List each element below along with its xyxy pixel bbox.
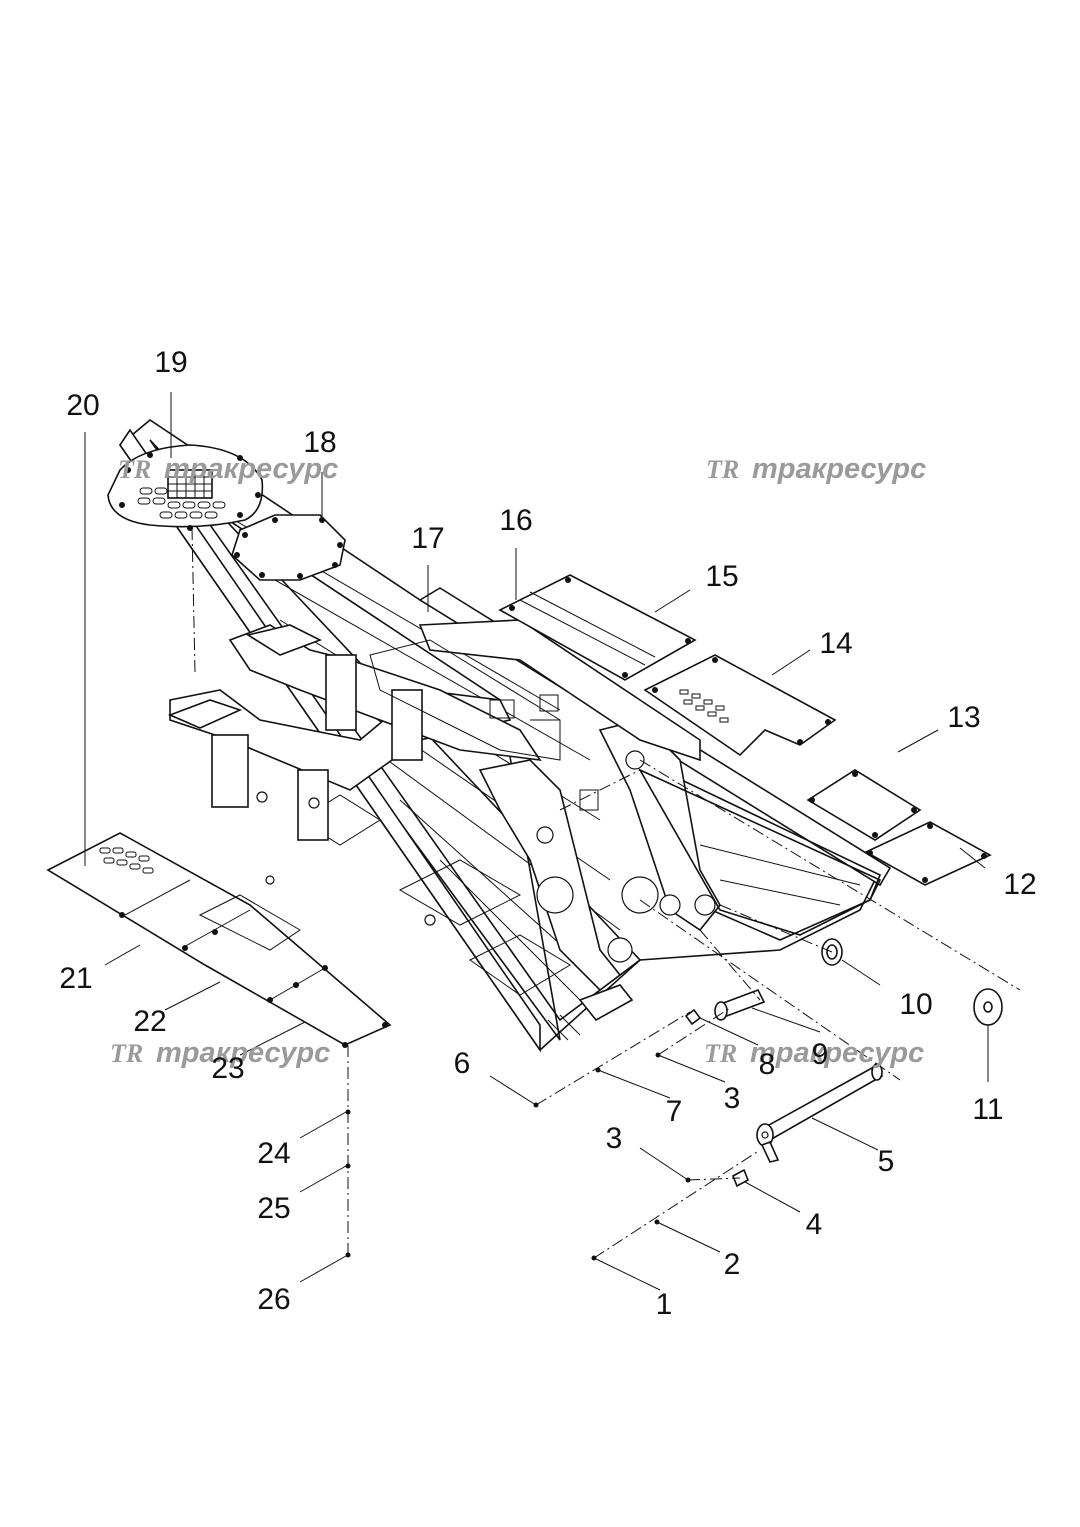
callout-14: 14 bbox=[819, 627, 852, 660]
callout-2: 2 bbox=[724, 1248, 741, 1281]
floor-plate-20-23 bbox=[46, 832, 392, 1048]
bushing-8 bbox=[684, 1008, 702, 1026]
cover-panel-14 bbox=[643, 654, 837, 757]
washer-11 bbox=[973, 988, 1003, 1026]
callout-18: 18 bbox=[303, 426, 336, 459]
watermark-logo: TR bbox=[706, 455, 739, 484]
assembly-center-lines bbox=[191, 527, 1021, 1259]
watermark-logo: TR bbox=[118, 455, 151, 484]
callout-16: 16 bbox=[499, 504, 532, 537]
watermark-text: тракресурс bbox=[750, 1037, 924, 1069]
watermark-text: тракресурс bbox=[164, 453, 338, 485]
watermark-text: тракресурс bbox=[156, 1037, 330, 1069]
cover-panel-15 bbox=[498, 574, 697, 681]
callout-26: 26 bbox=[257, 1283, 290, 1316]
watermark-4: TR тракресурс bbox=[704, 1037, 924, 1069]
pin-5 bbox=[756, 1063, 884, 1163]
callout-22: 22 bbox=[133, 1005, 166, 1038]
callout-13: 13 bbox=[947, 701, 980, 734]
callout-labels: 1 2 3 3 4 5 6 7 8 9 10 11 12 13 14 15 16… bbox=[59, 346, 1036, 1321]
pin-9 bbox=[714, 988, 766, 1021]
callout-21: 21 bbox=[59, 962, 92, 995]
callout-8: 8 bbox=[759, 1048, 776, 1081]
callout-9: 9 bbox=[812, 1038, 829, 1071]
callout-19: 19 bbox=[154, 346, 187, 379]
cover-panel-19 bbox=[107, 444, 264, 531]
watermark-2: TR тракресурс bbox=[706, 453, 926, 485]
callout-12: 12 bbox=[1003, 868, 1036, 901]
watermark-logo: TR bbox=[110, 1039, 143, 1068]
callout-25: 25 bbox=[257, 1192, 290, 1225]
leader-lines bbox=[84, 392, 989, 1291]
callout-10: 10 bbox=[899, 988, 932, 1021]
cover-panel-12 bbox=[864, 821, 992, 886]
callout-15: 15 bbox=[705, 560, 738, 593]
callout-20: 20 bbox=[66, 389, 99, 422]
watermark-logo: TR bbox=[704, 1039, 737, 1068]
plate-4 bbox=[731, 1168, 750, 1188]
callout-5: 5 bbox=[878, 1145, 895, 1178]
watermark-text: тракресурс bbox=[752, 453, 926, 485]
callout-3b: 3 bbox=[606, 1122, 623, 1155]
callout-11: 11 bbox=[972, 1093, 1003, 1126]
watermark-1: TR тракресурс bbox=[118, 453, 338, 485]
callout-3a: 3 bbox=[724, 1082, 741, 1115]
callout-6: 6 bbox=[454, 1047, 471, 1080]
cover-panel-13 bbox=[806, 769, 922, 841]
callout-24: 24 bbox=[257, 1137, 290, 1170]
upper-frame-assembly bbox=[118, 419, 892, 1053]
callout-7: 7 bbox=[666, 1095, 683, 1128]
callout-1: 1 bbox=[656, 1288, 673, 1321]
callout-4: 4 bbox=[806, 1208, 823, 1241]
callout-23: 23 bbox=[211, 1052, 244, 1085]
callout-17: 17 bbox=[411, 522, 444, 555]
watermark-3: TR тракресурс bbox=[110, 1037, 330, 1069]
